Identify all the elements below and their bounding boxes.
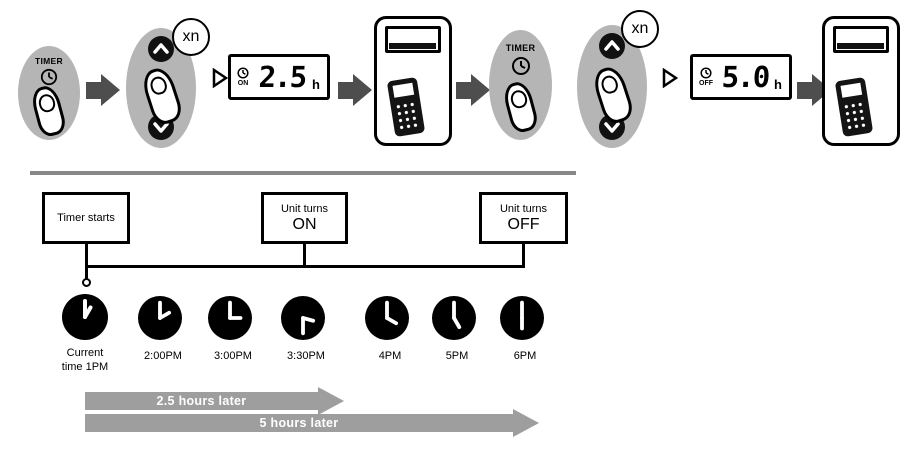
remote-keys: [394, 100, 421, 132]
clock-face-2pm: [138, 296, 184, 342]
triangle-right-icon: [662, 68, 678, 88]
updown-button-illustration: xn: [577, 10, 659, 148]
on-label: ON: [292, 215, 317, 233]
clock-icon: [40, 68, 58, 86]
clock-face-1pm: [62, 294, 108, 340]
clock-face-330pm: [281, 296, 327, 342]
clock-face-3pm: [208, 296, 254, 342]
timeline-horizontal-line: [85, 265, 525, 268]
timer-button-illustration: TIMER: [18, 46, 80, 140]
finger-press-icon: [590, 63, 636, 127]
lcd-mode-label: ON: [237, 80, 249, 87]
clock-icon: [700, 67, 712, 79]
remote-control-icon: [834, 76, 874, 138]
clock-label-current-time: Current time 1PM: [61, 347, 109, 373]
timer-button-label: TIMER: [505, 43, 536, 53]
finger-press-icon: [139, 64, 185, 128]
timeline-connector-line: [85, 244, 88, 268]
arrow-right-icon: [86, 74, 120, 106]
timeline-connector-line: [85, 268, 88, 279]
timeline-connector-line: [522, 244, 525, 268]
duration-arrow-2-5-hours: 2.5 hours later: [85, 387, 344, 415]
clock-icon: [511, 57, 530, 75]
lcd-mode-block: ON: [237, 67, 249, 87]
timer-starts-label: Timer starts: [57, 212, 115, 224]
duration-arrow-5-hours: 5 hours later: [85, 409, 539, 437]
lcd-unit: h: [312, 77, 320, 92]
arrow-head: [318, 387, 344, 415]
lcd-mode-label: OFF: [699, 80, 713, 87]
timer-button-label: TIMER: [35, 56, 63, 66]
remote-keys: [842, 100, 869, 132]
remote-screen: [392, 82, 415, 98]
unit-turns-label: Unit turns: [499, 202, 548, 215]
clock-face-5pm: [432, 296, 478, 342]
clock-face-4pm: [365, 296, 411, 342]
arrow-head: [513, 409, 539, 437]
duration-arrow-label: 2.5 hours later: [85, 392, 318, 410]
remote-control-icon: [386, 76, 426, 138]
timeline-start-dot: [82, 278, 91, 287]
remote-screen: [840, 82, 863, 98]
clock-label: 4PM: [378, 350, 402, 362]
press-n-times-badge: xn: [621, 10, 659, 48]
clock-label: 2:00PM: [144, 350, 182, 362]
clock-icon: [237, 67, 249, 79]
chevron-up-icon: [599, 33, 625, 59]
lcd-unit: h: [774, 77, 782, 92]
timer-starts-box: Timer starts: [42, 192, 130, 244]
clock-label: 5PM: [445, 350, 469, 362]
clock-label: 3:00PM: [214, 350, 252, 362]
finger-press-icon: [28, 83, 69, 139]
ac-unit-with-remote: [374, 16, 452, 146]
lcd-display-on-timer: ON 2.5 h: [228, 54, 330, 100]
lcd-mode-block: OFF: [699, 67, 713, 87]
arrow-right-icon: [338, 74, 372, 106]
off-label: OFF: [507, 215, 540, 233]
duration-arrow-label: 5 hours later: [85, 414, 513, 432]
timeline-connector-line: [303, 244, 306, 268]
unit-turns-on-box: Unit turns ON: [261, 192, 348, 244]
triangle-right-icon: [212, 68, 228, 88]
press-n-times-badge: xn: [172, 18, 210, 56]
unit-turns-off-box: Unit turns OFF: [479, 192, 568, 244]
arrow-right-icon: [456, 74, 490, 106]
ac-indoor-unit-icon: [385, 26, 441, 53]
updown-button-illustration: xn: [126, 18, 210, 148]
clock-label: 3:30PM: [287, 350, 325, 362]
finger-press-icon: [500, 79, 541, 135]
ac-indoor-unit-icon: [833, 26, 889, 53]
lcd-digits: 5.0: [720, 60, 770, 94]
unit-turns-label: Unit turns: [280, 202, 329, 215]
clock-face-6pm: [500, 296, 546, 342]
chevron-up-icon: [148, 36, 174, 62]
lcd-digits: 2.5: [257, 60, 307, 94]
ac-unit-with-remote: [822, 16, 900, 146]
section-divider: [30, 171, 576, 175]
lcd-display-off-timer: OFF 5.0 h: [690, 54, 792, 100]
timer-button-illustration: TIMER: [489, 30, 552, 140]
clock-label: 6PM: [513, 350, 537, 362]
